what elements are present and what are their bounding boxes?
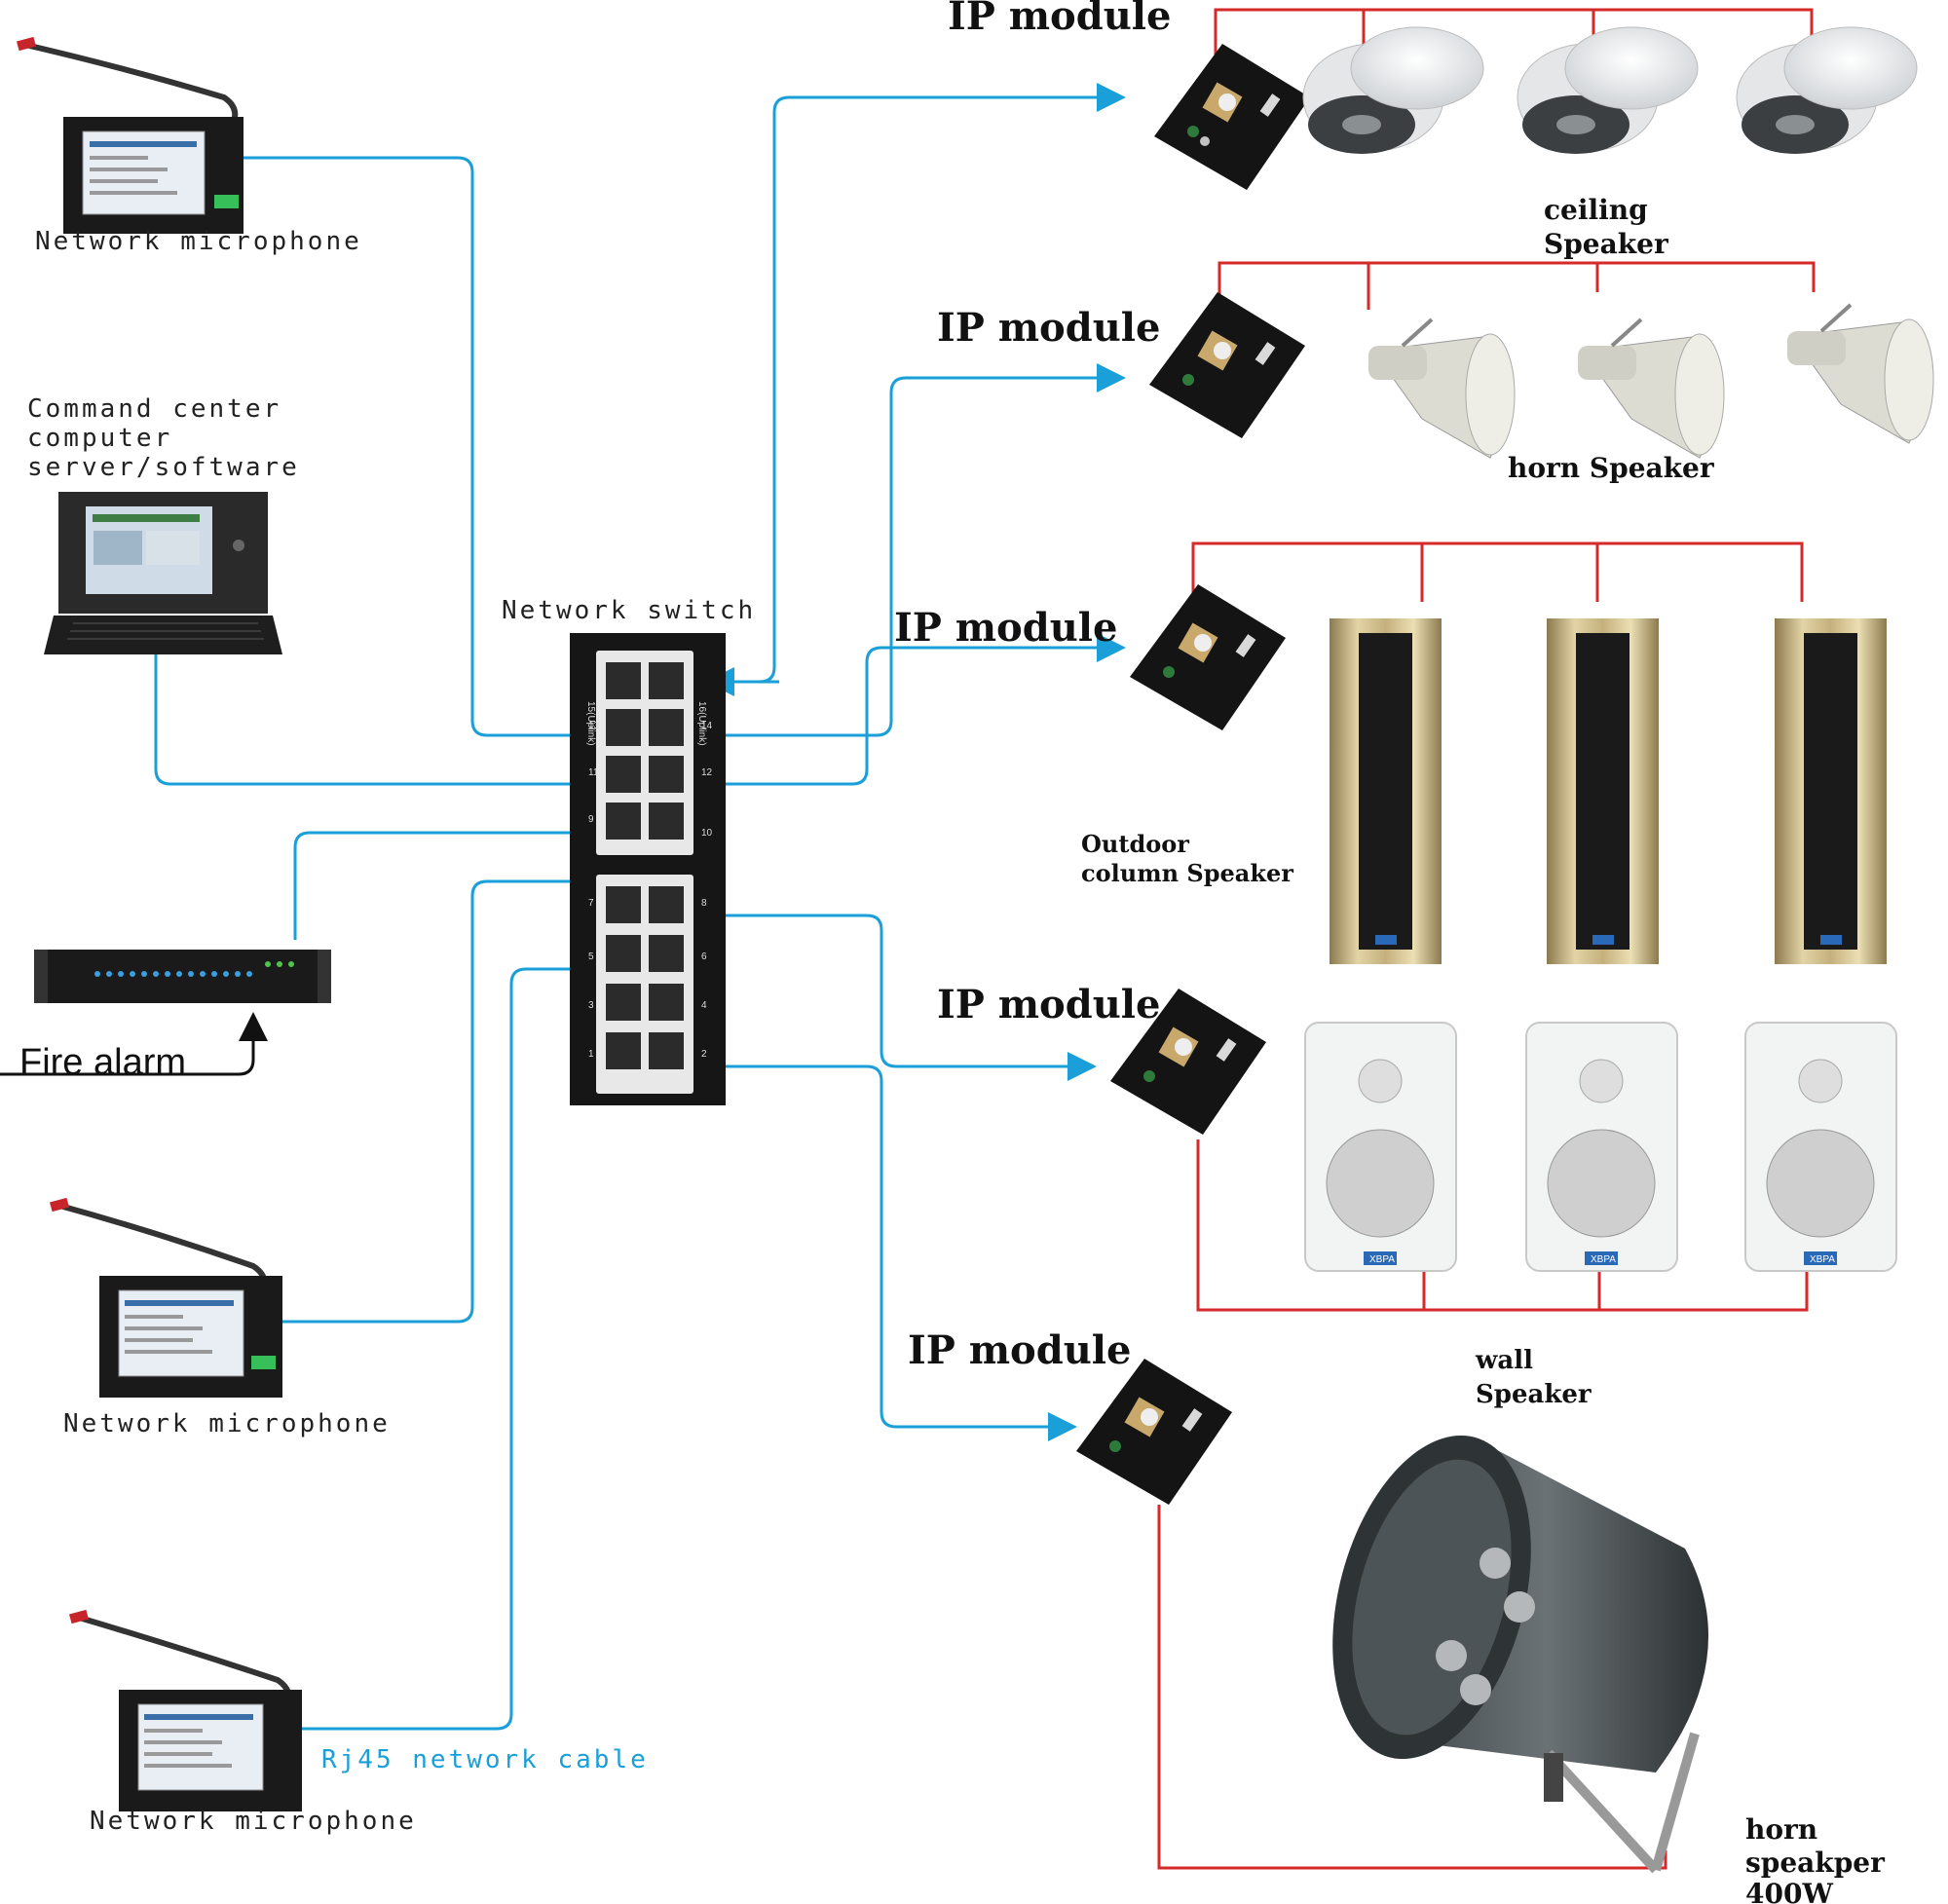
wiring-ceiling xyxy=(1214,8,1814,63)
port-label-4: 4 xyxy=(701,1000,707,1011)
wall-speaker-1: XBPA xyxy=(1304,1022,1457,1272)
cable-ip5 xyxy=(711,1064,1077,1441)
port-label-3: 3 xyxy=(588,1000,594,1011)
ip-module-board-2 xyxy=(1149,292,1305,438)
label-ip-module-4: IP module xyxy=(937,982,1160,1027)
label-wall-1: wall xyxy=(1475,1346,1533,1375)
port-label-15: 15(Uplink) xyxy=(585,701,596,746)
fire-alarm-arrow xyxy=(0,1012,268,1076)
port-label-9: 9 xyxy=(588,814,594,825)
wiring-horn400 xyxy=(1157,1505,1667,1870)
label-outdoor-column-2: column Speaker xyxy=(1081,859,1293,887)
horn-speaker-2 xyxy=(1578,317,1725,459)
port-label-16: 16(Uplink) xyxy=(696,701,707,746)
label-mic-1: Network microphone xyxy=(35,227,362,256)
ip-module-board-5 xyxy=(1076,1359,1232,1505)
column-speaker-1 xyxy=(1330,618,1442,964)
port-label-8: 8 xyxy=(701,898,707,909)
port-label-1: 1 xyxy=(588,1049,594,1060)
port-label-13: 13 xyxy=(588,721,600,731)
brand-label-wall-2: XBPA xyxy=(1591,1254,1616,1265)
brand-label-wall-1: XBPA xyxy=(1369,1254,1395,1265)
label-ip-module-1: IP module xyxy=(948,0,1171,39)
label-ceiling-2: Speaker xyxy=(1544,228,1669,260)
port-label-5: 5 xyxy=(588,952,594,962)
label-ceiling-1: ceiling xyxy=(1544,194,1648,226)
horn-speakers xyxy=(1368,303,1934,459)
network-microphone-2 xyxy=(50,1197,282,1398)
network-microphone-1 xyxy=(17,36,244,234)
port-label-7: 7 xyxy=(588,898,594,909)
cable-ip1 xyxy=(759,83,1126,684)
cable-mic3 xyxy=(302,954,610,1731)
cable-ip3 xyxy=(711,633,1126,786)
wall-speaker-3: XBPA xyxy=(1744,1022,1897,1272)
wall-speaker-2: XBPA xyxy=(1525,1022,1678,1272)
ip-module-boards xyxy=(1076,44,1310,1505)
port-label-6: 6 xyxy=(701,952,707,962)
ceiling-speaker-1 xyxy=(1302,26,1484,154)
command-center-labels: Command center computer server/software xyxy=(27,394,300,482)
label-horn-speaker: horn Speaker xyxy=(1508,452,1715,484)
label-horn400-3: 400W xyxy=(1745,1878,1833,1904)
ceiling-speaker-3 xyxy=(1736,26,1918,154)
wall-speakers: XBPA XBPA XBPA xyxy=(1304,1022,1897,1272)
label-ip-module-5: IP module xyxy=(908,1327,1131,1373)
fire-alarm-device xyxy=(34,950,331,1003)
port-label-14: 14 xyxy=(701,721,713,731)
gooseneck xyxy=(20,41,239,123)
ceiling-speaker-2 xyxy=(1517,26,1699,154)
cable-ip2 xyxy=(711,363,1126,737)
column-speakers xyxy=(1330,618,1887,964)
label-mic-2: Network microphone xyxy=(63,1409,391,1438)
port-label-10: 10 xyxy=(701,828,713,839)
command-center-computer xyxy=(44,492,282,654)
horn-speaker-3 xyxy=(1787,303,1934,444)
label-ip-module-3: IP module xyxy=(894,605,1117,651)
cable-command-center xyxy=(154,654,610,799)
rack-keyboard xyxy=(44,616,282,654)
ceiling-speakers xyxy=(1302,26,1918,154)
column-speaker-2 xyxy=(1547,618,1659,964)
wiring-horn xyxy=(1218,261,1816,319)
horn-speaker-400w xyxy=(1332,1435,1708,1874)
label-command-center-2: computer xyxy=(27,424,172,453)
label-horn400-1: horn xyxy=(1745,1813,1817,1846)
port-label-11: 11 xyxy=(588,767,599,778)
column-speaker-3 xyxy=(1775,618,1887,964)
wiring-column xyxy=(1191,541,1804,602)
cable-mic1 xyxy=(226,156,610,750)
label-command-center-1: Command center xyxy=(27,394,281,424)
cable-ip4 xyxy=(711,914,1097,1081)
label-ip-module-2: IP module xyxy=(937,305,1160,351)
label-wall-2: Speaker xyxy=(1476,1380,1592,1409)
label-outdoor-column-1: Outdoor xyxy=(1081,830,1189,858)
network-microphone-3 xyxy=(69,1609,302,1811)
label-mic-3: Network microphone xyxy=(90,1807,417,1836)
port-label-12: 12 xyxy=(701,767,713,778)
ip-module-board-3 xyxy=(1130,584,1286,730)
label-fire-alarm: Fire alarm xyxy=(19,1042,186,1083)
horn-speaker-1 xyxy=(1368,317,1516,459)
cable-fire-alarm xyxy=(293,818,610,940)
label-rj45-cable: Rj45 network cable xyxy=(321,1745,649,1774)
ip-module-board-4 xyxy=(1110,989,1266,1135)
network-switch: 15(Uplink) 16(Uplink) 13 14 11 12 9 10 7… xyxy=(570,633,726,1105)
wiring-wall xyxy=(1196,1139,1809,1312)
label-horn400-2: speakper xyxy=(1745,1847,1886,1879)
network-cables xyxy=(154,83,1126,1731)
brand-label-wall-3: XBPA xyxy=(1810,1254,1835,1265)
port-label-2: 2 xyxy=(701,1049,707,1060)
label-network-switch: Network switch xyxy=(502,596,756,625)
cable-mic2 xyxy=(253,867,610,1324)
ip-module-board-1 xyxy=(1154,44,1310,190)
label-command-center-3: server/software xyxy=(27,453,300,482)
